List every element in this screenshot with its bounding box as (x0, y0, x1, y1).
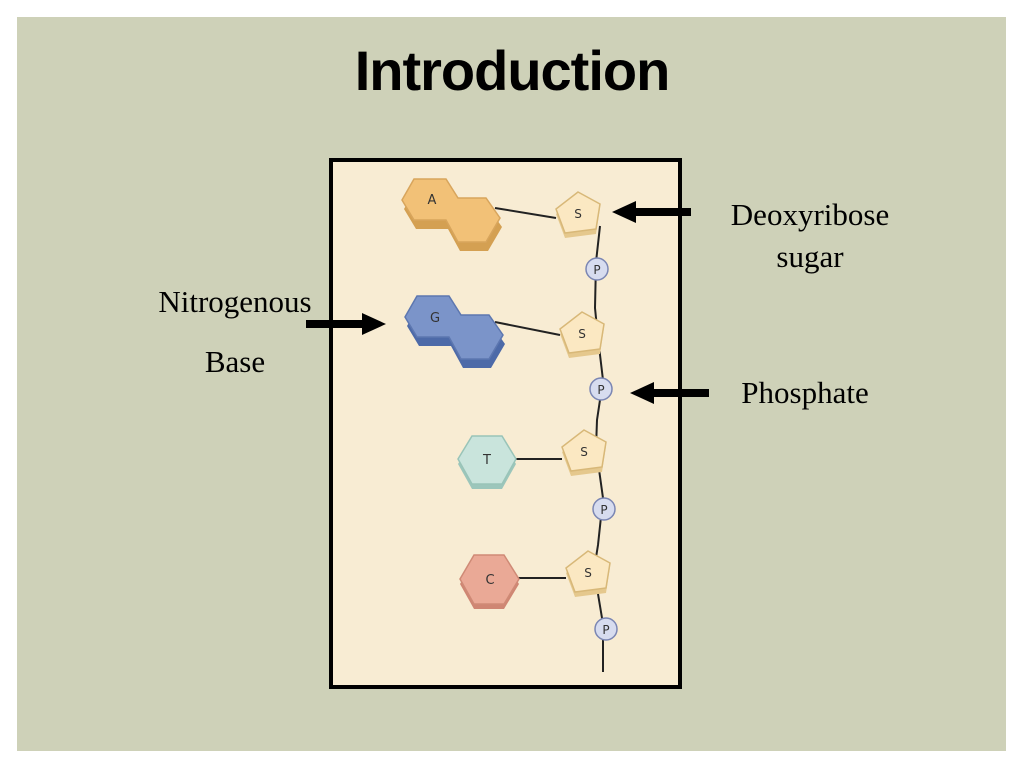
sugar-2-letter: S (578, 327, 586, 341)
sugar-3: S (561, 429, 607, 476)
base-c-letter: C (485, 573, 494, 588)
sugar-4: S (565, 550, 611, 597)
phosphate-1-letter: P (593, 263, 600, 277)
nitrogenous-base-label: Nitrogenous Base (140, 272, 330, 392)
sugar-2: S (559, 311, 605, 358)
base-t-letter: T (482, 453, 491, 468)
base-a-letter: A (428, 193, 437, 208)
arrow-deoxyribose (612, 201, 691, 223)
phosphate-3-letter: P (600, 503, 607, 517)
sugar-4-letter: S (584, 566, 592, 580)
phosphate-2-letter: P (597, 383, 604, 397)
deoxyribose-label-line1: Deoxyribose (730, 197, 890, 232)
deoxyribose-sugar-label: Deoxyribose sugar (700, 194, 920, 278)
arrow-nitrogenous-base (306, 313, 386, 335)
base-a: A (401, 178, 502, 251)
phosphate-1: P (585, 257, 609, 281)
base-c: C (459, 554, 520, 609)
phosphate-label: Phosphate (741, 375, 869, 410)
phosphate-2: P (589, 377, 613, 401)
phosphate-4-letter: P (602, 623, 609, 637)
sugar-1-letter: S (574, 207, 582, 221)
nitrogenous-label-line1: Nitrogenous (158, 284, 312, 319)
slide-title: Introduction (354, 39, 671, 102)
phosphate-4: P (594, 617, 618, 641)
arrow-phosphate (630, 382, 709, 404)
deoxyribose-label-line2: sugar (776, 239, 844, 274)
connector-g-sugar (494, 321, 561, 336)
diagram-frame (329, 158, 682, 689)
base-g-letter: G (430, 311, 440, 326)
connector-a-sugar (494, 207, 557, 219)
nitrogenous-label-line2: Base (204, 344, 266, 379)
base-g: G (404, 295, 505, 368)
base-t: T (457, 435, 517, 489)
phosphate-3: P (592, 497, 616, 521)
sugar-1: S (555, 191, 601, 238)
sugar-3-letter: S (580, 445, 588, 459)
